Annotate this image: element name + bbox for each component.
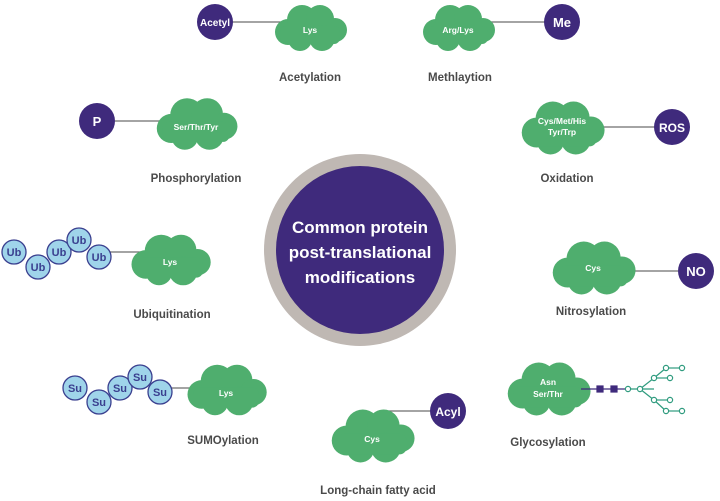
modification-label: Methlaytion <box>428 72 492 84</box>
group-label: NO <box>686 264 706 279</box>
group-label: Acyl <box>435 405 460 419</box>
glycan-node <box>678 364 686 372</box>
glycan-node <box>662 364 670 372</box>
fatty-acid-node: Cys Acyl Long-chain fatty acid <box>320 393 466 497</box>
center-title-line1: Common protein <box>292 218 428 237</box>
modification-label: Nitrosylation <box>556 306 626 318</box>
ubiquitin-bead-label: Ub <box>7 247 22 259</box>
glycan-node <box>662 407 670 415</box>
sumo-bead-label: Su <box>68 383 82 395</box>
modification-label: Ubiquitination <box>133 309 210 321</box>
glycan-square <box>610 385 618 393</box>
phosphate-group <box>79 103 115 139</box>
modification-label: Acetylation <box>279 72 341 84</box>
sumo-bead-label: Su <box>92 397 106 409</box>
ubiquitin-bead-label: Ub <box>92 252 107 264</box>
sumo-bead-label: Su <box>133 372 147 384</box>
residue-label: Lys <box>163 257 178 267</box>
glycan-node <box>636 385 644 393</box>
sumo-chain <box>62 364 173 415</box>
glycan-node <box>666 374 674 382</box>
residue-label: Arg/Lys <box>442 25 474 35</box>
modification-label: SUMOylation <box>187 435 259 447</box>
center-title-line3: modifications <box>305 268 416 287</box>
glycan-node <box>624 385 632 393</box>
acetyl-group <box>197 4 233 40</box>
phosphorylation-node: Ser/Thr/Tyr P Phosphorylation <box>79 98 241 185</box>
glycan-chain <box>581 364 686 415</box>
group-label: ROS <box>659 121 685 135</box>
residue-label: Lys <box>219 388 234 398</box>
center-title-line2: post-translational <box>289 243 432 262</box>
acetylation-node: Lys Acetyl Acetylation <box>197 4 347 84</box>
residue-label: Lys <box>303 25 318 35</box>
glycan-node <box>650 374 658 382</box>
group-label: P <box>93 114 102 129</box>
glycan-square <box>596 385 604 393</box>
no-group <box>678 253 714 289</box>
sumoylation-node: Lys Su Su Su Su Su SUMOylation <box>62 364 267 447</box>
center-circle: Common protein post-translational modifi… <box>264 154 456 346</box>
nitrosylation-node: Cys NO Nitrosylation <box>552 241 714 318</box>
modification-label: Phosphorylation <box>151 173 242 185</box>
group-label: Me <box>553 15 571 30</box>
methyl-group <box>544 4 580 40</box>
residue-label-line1: Cys/Met/His <box>538 116 586 126</box>
group-label: Acetyl <box>200 18 230 29</box>
residue-label: Cys <box>585 263 601 273</box>
ros-group <box>654 109 690 145</box>
residue-label-line2: Tyr/Trp <box>548 127 576 137</box>
glycan-node <box>666 396 674 404</box>
residue-label: Cys <box>364 434 380 444</box>
methylation-node: Arg/Lys Me Methlaytion <box>423 4 580 84</box>
residue-label: Ser/Thr/Tyr <box>174 122 219 132</box>
modification-label: Long-chain fatty acid <box>320 485 436 497</box>
sumo-bead-label: Su <box>113 383 127 395</box>
ubiquitination-node: Lys Ub Ub Ub Ub Ub Ubiquitination <box>1 227 211 321</box>
modification-label: Glycosylation <box>510 437 585 449</box>
glycan-node <box>650 396 658 404</box>
residue-label-line2: Ser/Thr <box>533 389 563 399</box>
ubiquitin-chain <box>1 227 112 280</box>
residue-label-line1: Asn <box>540 377 556 387</box>
ubiquitin-bead-label: Ub <box>52 247 67 259</box>
glycan-node <box>678 407 686 415</box>
sumo-bead-label: Su <box>153 387 167 399</box>
modification-label: Oxidation <box>540 173 593 185</box>
oxidation-node: Cys/Met/His Tyr/Trp ROS Oxidation <box>521 101 690 185</box>
ubiquitin-bead-label: Ub <box>72 235 87 247</box>
acyl-group <box>430 393 466 429</box>
ubiquitin-bead-label: Ub <box>31 262 46 274</box>
glycosylation-node: Asn Ser/Thr Glycosylation <box>507 362 686 449</box>
